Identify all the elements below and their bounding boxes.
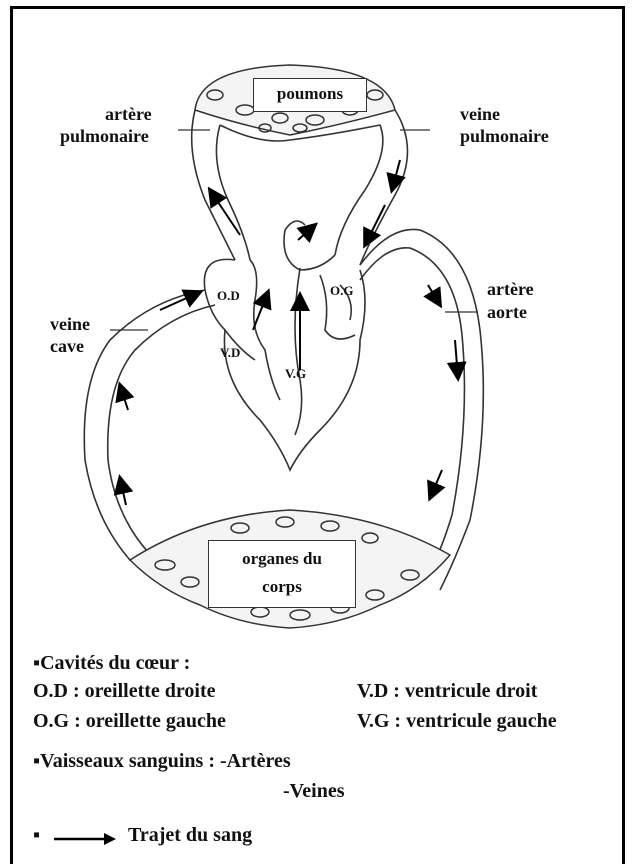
arrow-pulm-vein-1 (392, 160, 400, 190)
legend-vaisseaux-title: ▪Vaisseaux sanguins : -Artères (33, 750, 291, 773)
legend-od: O.D : oreillette droite (33, 680, 216, 703)
label-artere-aorte-2: aorte (487, 302, 527, 322)
label-artere-pulmonaire-1: artère (105, 104, 152, 124)
legend-trajet: Trajet du sang (128, 824, 252, 847)
leader-lines (110, 130, 478, 330)
legend-veines: -Veines (283, 780, 344, 803)
arrow-pulm-artery (210, 190, 240, 235)
label-od: O.D (217, 288, 240, 303)
artere-pulmonaire-vessel (192, 110, 250, 260)
arrow-cava-2 (120, 478, 126, 505)
arrow-into-pulm-from-vd (298, 225, 315, 240)
label-veine-pulmonaire-1: veine (460, 104, 500, 124)
legend-og: O.G : oreillette gauche (33, 710, 226, 733)
lung-loop (220, 110, 408, 265)
poumons-label: poumons (277, 84, 343, 103)
arrow-pulm-vein-2 (365, 205, 385, 245)
poumons-box: poumons (253, 78, 367, 112)
organes-label-2: corps (209, 573, 355, 601)
label-vd: V.D (220, 345, 240, 360)
arrow-cava-1 (120, 385, 128, 410)
label-veine-pulmonaire-2: pulmonaire (460, 126, 549, 146)
legend-trajet-bullet: ▪ (33, 824, 40, 847)
legend-vd: V.D : ventricule droit (357, 680, 537, 703)
label-artere-pulmonaire-2: pulmonaire (60, 126, 149, 146)
legend-vg: V.G : ventricule gauche (357, 710, 557, 733)
organes-label-1: organes du (209, 545, 355, 573)
arrow-aorta-2 (455, 340, 458, 378)
flow-arrows (120, 160, 458, 505)
legend-cavites-title: ▪Cavités du cœur : (33, 652, 190, 675)
arrow-aorta-3 (430, 470, 442, 498)
arrow-aorta-1 (428, 285, 440, 305)
label-og: O.G (330, 283, 353, 298)
label-vg: V.G (285, 366, 306, 381)
label-veine-cave-2: cave (50, 336, 84, 356)
label-artere-aorte-1: artère (487, 279, 534, 299)
legend-arrow-icon (52, 829, 120, 849)
label-veine-cave-1: veine (50, 314, 90, 334)
organes-box: organes du corps (208, 540, 356, 608)
